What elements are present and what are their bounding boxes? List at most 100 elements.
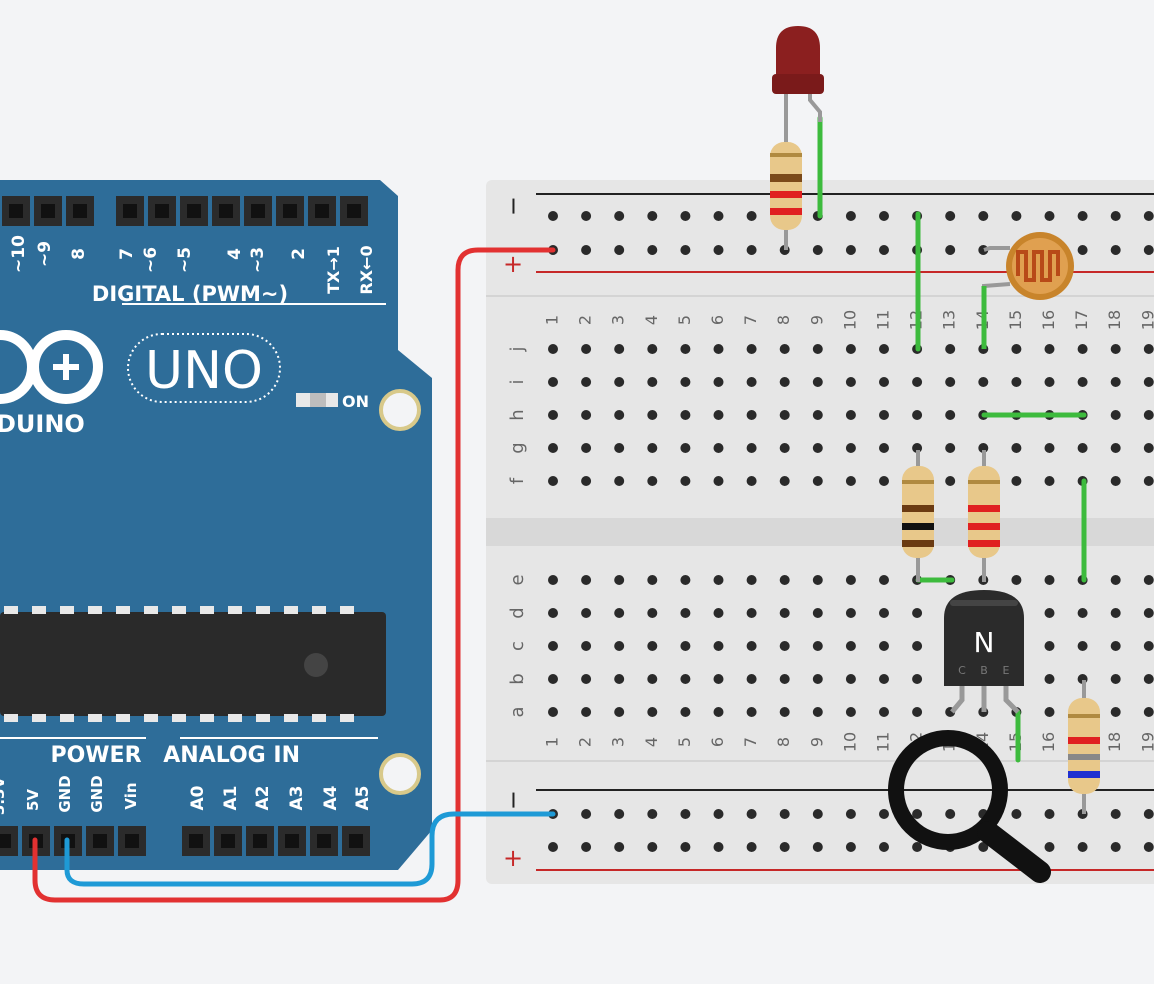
breadboard-hole[interactable]: [912, 410, 923, 420]
breadboard-hole[interactable]: [1077, 344, 1088, 354]
breadboard-hole[interactable]: [812, 377, 823, 387]
breadboard-hole[interactable]: [779, 641, 790, 651]
breadboard-hole[interactable]: [713, 443, 724, 453]
breadboard-hole[interactable]: [1077, 377, 1088, 387]
breadboard-hole[interactable]: [845, 377, 856, 387]
breadboard-hole[interactable]: [1044, 211, 1055, 221]
breadboard-hole[interactable]: [879, 211, 889, 221]
breadboard-hole[interactable]: [912, 608, 923, 618]
breadboard-hole[interactable]: [779, 575, 790, 585]
breadboard-hole[interactable]: [1110, 707, 1121, 717]
breadboard-hole[interactable]: [680, 707, 691, 717]
breadboard-hole[interactable]: [845, 410, 856, 420]
breadboard-hole[interactable]: [879, 476, 889, 486]
breadboard-hole[interactable]: [1011, 575, 1022, 585]
breadboard-hole[interactable]: [614, 377, 625, 387]
breadboard-hole[interactable]: [1110, 641, 1121, 651]
breadboard-hole[interactable]: [779, 707, 790, 717]
breadboard-hole[interactable]: [945, 410, 956, 420]
breadboard-hole[interactable]: [647, 575, 658, 585]
breadboard-hole[interactable]: [1077, 245, 1088, 255]
breadboard-hole[interactable]: [746, 476, 757, 486]
breadboard-hole[interactable]: [812, 245, 823, 255]
breadboard-hole[interactable]: [680, 842, 691, 852]
breadboard-hole[interactable]: [581, 809, 592, 819]
breadboard-hole[interactable]: [1044, 476, 1055, 486]
breadboard-hole[interactable]: [713, 410, 724, 420]
breadboard-hole[interactable]: [1110, 674, 1121, 684]
breadboard-hole[interactable]: [746, 211, 757, 221]
breadboard-hole[interactable]: [1110, 443, 1121, 453]
resistor-base[interactable]: [902, 450, 934, 582]
breadboard-hole[interactable]: [548, 410, 558, 420]
npn-transistor[interactable]: N C B E: [944, 590, 1024, 714]
breadboard-hole[interactable]: [746, 707, 757, 717]
breadboard-hole[interactable]: [647, 641, 658, 651]
wire-gnd-to-minus-rail[interactable]: [64, 811, 556, 887]
breadboard-hole[interactable]: [548, 641, 558, 651]
breadboard-hole[interactable]: [548, 842, 558, 852]
breadboard-hole[interactable]: [945, 476, 956, 486]
breadboard-hole[interactable]: [812, 608, 823, 618]
breadboard-hole[interactable]: [779, 443, 790, 453]
breadboard-hole[interactable]: [746, 245, 757, 255]
breadboard-hole[interactable]: [581, 575, 592, 585]
breadboard-hole[interactable]: [879, 674, 889, 684]
breadboard-hole[interactable]: [812, 641, 823, 651]
breadboard-hole[interactable]: [680, 476, 691, 486]
breadboard-hole[interactable]: [647, 443, 658, 453]
breadboard-hole[interactable]: [581, 707, 592, 717]
breadboard-hole[interactable]: [1044, 707, 1055, 717]
photoresistor[interactable]: [981, 232, 1074, 349]
breadboard-hole[interactable]: [1143, 377, 1154, 387]
breadboard-hole[interactable]: [746, 575, 757, 585]
breadboard-hole[interactable]: [912, 377, 923, 387]
breadboard-hole[interactable]: [1143, 608, 1154, 618]
breadboard-hole[interactable]: [548, 443, 558, 453]
breadboard-hole[interactable]: [746, 608, 757, 618]
breadboard-hole[interactable]: [1143, 410, 1154, 420]
breadboard-hole[interactable]: [812, 476, 823, 486]
breadboard-hole[interactable]: [548, 575, 558, 585]
breadboard-hole[interactable]: [548, 344, 558, 354]
breadboard-hole[interactable]: [1044, 608, 1055, 618]
breadboard-hole[interactable]: [845, 608, 856, 618]
breadboard-hole[interactable]: [845, 842, 856, 852]
breadboard-hole[interactable]: [1110, 575, 1121, 585]
breadboard-hole[interactable]: [845, 443, 856, 453]
breadboard-hole[interactable]: [647, 344, 658, 354]
breadboard-hole[interactable]: [1110, 245, 1121, 255]
breadboard-hole[interactable]: [945, 344, 956, 354]
breadboard-hole[interactable]: [614, 707, 625, 717]
breadboard-hole[interactable]: [1044, 842, 1055, 852]
breadboard-hole[interactable]: [1143, 575, 1154, 585]
breadboard-hole[interactable]: [1143, 245, 1154, 255]
breadboard-hole[interactable]: [879, 377, 889, 387]
breadboard-hole[interactable]: [581, 245, 592, 255]
breadboard-hole[interactable]: [680, 809, 691, 819]
breadboard-hole[interactable]: [1044, 377, 1055, 387]
breadboard-hole[interactable]: [680, 245, 691, 255]
breadboard-hole[interactable]: [647, 377, 658, 387]
breadboard-hole[interactable]: [680, 410, 691, 420]
wire-5v-to-plus-rail[interactable]: [32, 247, 556, 903]
breadboard-hole[interactable]: [548, 211, 558, 221]
breadboard-hole[interactable]: [879, 410, 889, 420]
breadboard-hole[interactable]: [746, 377, 757, 387]
breadboard-hole[interactable]: [1143, 641, 1154, 651]
breadboard-hole[interactable]: [713, 809, 724, 819]
breadboard-hole[interactable]: [713, 608, 724, 618]
breadboard-hole[interactable]: [680, 608, 691, 618]
breadboard-hole[interactable]: [845, 245, 856, 255]
breadboard-hole[interactable]: [746, 809, 757, 819]
breadboard-hole[interactable]: [647, 608, 658, 618]
breadboard-hole[interactable]: [614, 575, 625, 585]
breadboard-hole[interactable]: [845, 674, 856, 684]
breadboard-hole[interactable]: [1044, 575, 1055, 585]
breadboard-hole[interactable]: [879, 443, 889, 453]
breadboard-hole[interactable]: [1110, 211, 1121, 221]
breadboard-hole[interactable]: [614, 842, 625, 852]
breadboard-hole[interactable]: [746, 842, 757, 852]
breadboard-hole[interactable]: [779, 410, 790, 420]
resistor-led[interactable]: [770, 132, 802, 250]
